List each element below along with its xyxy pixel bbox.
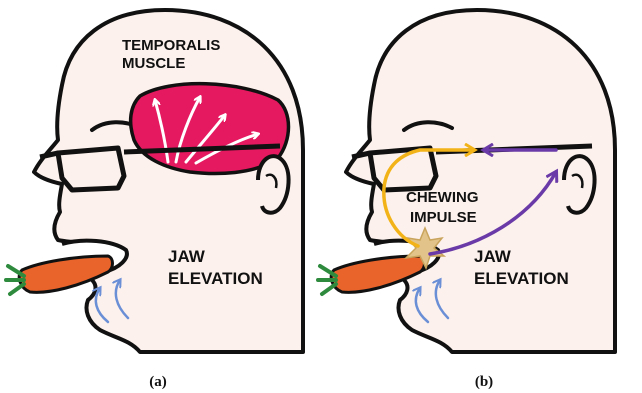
ear-a (258, 156, 289, 213)
jaw-label-b-line1: JAW (474, 247, 512, 266)
ear-b (564, 156, 595, 213)
impulse-label-line2: IMPULSE (410, 209, 477, 226)
jaw-label-line1: JAW (168, 247, 206, 266)
muscle-label-line1: TEMPORALIS (122, 37, 220, 54)
panel-a-caption: (a) (149, 374, 167, 390)
panel-b-caption: (b) (475, 374, 493, 390)
muscle-label-line2: MUSCLE (122, 55, 185, 72)
panel-b: CHEWING IMPULSE JAW ELEVATION (b) (318, 10, 615, 390)
panel-a: TEMPORALIS MUSCLE JAW ELEVATION (a) (6, 10, 303, 390)
impulse-label-line1: CHEWING (406, 189, 479, 206)
jaw-label-line2: ELEVATION (168, 269, 263, 288)
jaw-label-b-line2: ELEVATION (474, 269, 569, 288)
